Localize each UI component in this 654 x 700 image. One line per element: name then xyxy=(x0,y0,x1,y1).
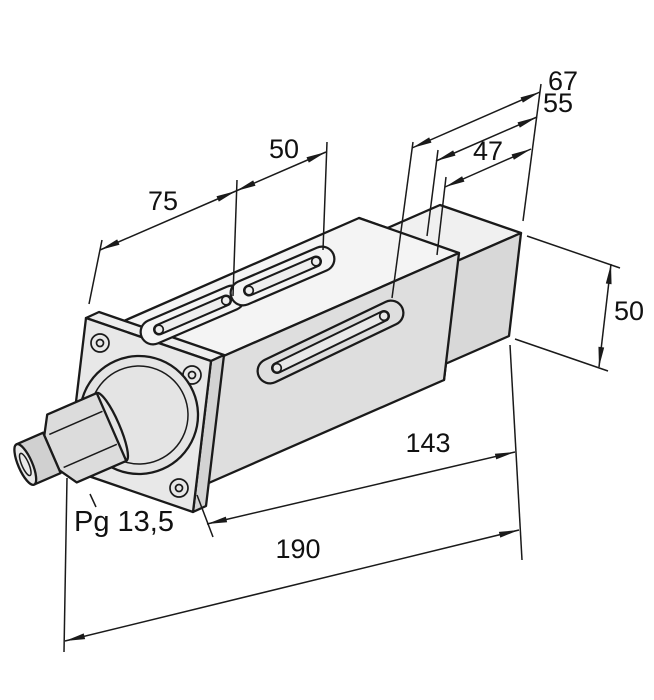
dimension-67: 67 xyxy=(411,66,578,149)
dim-label-55: 55 xyxy=(543,88,573,118)
dimension-50-right: 50 xyxy=(598,263,644,368)
dim-label-50-right: 50 xyxy=(614,296,644,326)
dim-label-47: 47 xyxy=(473,136,503,166)
dim-label-67: 67 xyxy=(548,66,578,96)
slot-end-hole xyxy=(153,324,165,335)
gland-label: Pg 13,5 xyxy=(74,506,174,538)
gland-cable-hole xyxy=(18,452,32,477)
top-slot-1 xyxy=(139,284,246,346)
dimension-143: 143 xyxy=(206,428,516,525)
slot-end-hole xyxy=(220,295,232,306)
slot-end-hole xyxy=(378,310,390,322)
dim-label-50-top: 50 xyxy=(269,134,299,164)
cable-gland xyxy=(13,354,200,486)
top-slot-2 xyxy=(229,245,336,307)
dimension-50-top: 50 xyxy=(235,134,327,192)
dimension-190: 190 xyxy=(64,529,520,642)
slot-end-hole xyxy=(243,285,255,296)
gland-leader-line xyxy=(89,493,97,508)
dimension-55: 55 xyxy=(435,88,573,162)
flange-hole xyxy=(169,478,189,498)
slot-end-hole xyxy=(271,362,283,374)
dimension-75: 75 xyxy=(99,186,237,251)
slot-end-hole xyxy=(310,256,322,267)
dimension-47: 47 xyxy=(444,136,532,188)
gland-size-callout: Pg 13,5 xyxy=(74,493,174,538)
side-slot xyxy=(256,299,405,385)
sensor-housing xyxy=(13,203,523,514)
hex-facet-line xyxy=(63,443,118,469)
hex-facet-line xyxy=(48,410,103,436)
dim-label-75: 75 xyxy=(148,186,178,216)
flange-hole xyxy=(90,333,110,353)
dim-label-190: 190 xyxy=(275,534,320,564)
dim-label-143: 143 xyxy=(405,428,450,458)
